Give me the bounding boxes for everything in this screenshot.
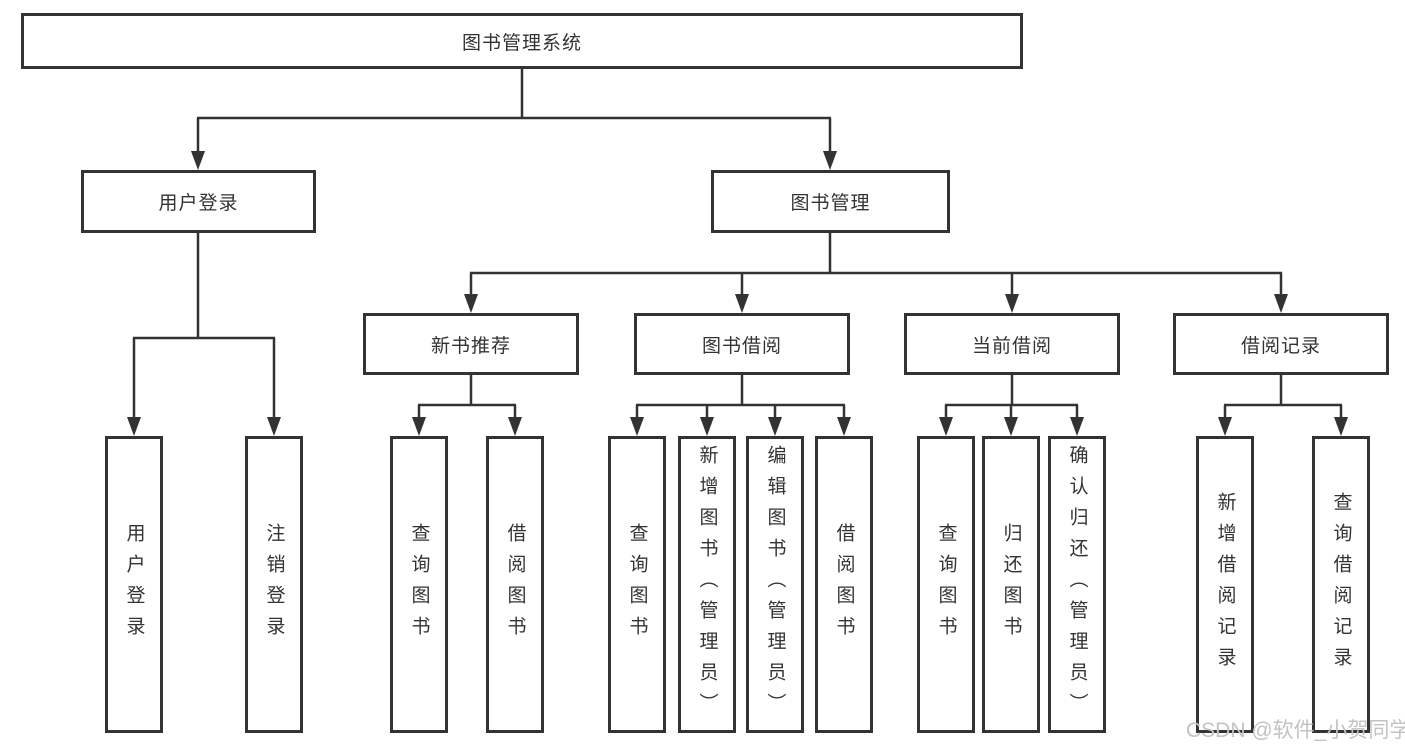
arrowhead-down: [1004, 417, 1018, 436]
node-root-system: 图书管理系统: [21, 13, 1023, 69]
leaf-return-books: 归还图书: [982, 436, 1040, 733]
leaf-borrow-books-recommend-label: 借阅图书: [504, 522, 526, 647]
leaf-borrow-books-label: 借阅图书: [833, 522, 855, 647]
csdn-watermark: CSDN @软件_小贺同学: [1186, 719, 1405, 742]
node-root-label: 图书管理系统: [461, 32, 582, 54]
node-current-borrow-label: 当前借阅: [971, 335, 1052, 357]
arrowhead-down: [1334, 417, 1348, 436]
leaf-query-borrow-record-label: 查询借阅记录: [1330, 491, 1352, 678]
node-borrow-records: 借阅记录: [1173, 313, 1389, 375]
node-book-borrow-label: 图书借阅: [701, 335, 782, 357]
leaf-add-borrow-record-label: 新增借阅记录: [1214, 491, 1236, 678]
leaf-edit-books-admin-label: 编辑图书（管理员）: [764, 445, 786, 724]
leaf-query-books-recommend-label: 查询图书: [408, 522, 430, 647]
arrowhead-down: [735, 294, 749, 313]
leaf-add-books-admin-label: 新增图书（管理员）: [696, 445, 718, 724]
arrowhead-down: [267, 417, 281, 436]
leaf-query-books-borrow-label: 查询图书: [626, 522, 648, 647]
arrowhead-down: [127, 417, 141, 436]
node-new-book-recommend-label: 新书推荐: [430, 335, 511, 357]
leaf-add-borrow-record: 新增借阅记录: [1196, 436, 1254, 733]
leaf-edit-books-admin: 编辑图书（管理员）: [746, 436, 804, 733]
arrowhead-down: [1218, 417, 1232, 436]
node-current-borrow: 当前借阅: [904, 313, 1120, 375]
arrowhead-down: [768, 417, 782, 436]
leaf-user-login-label: 用户登录: [123, 522, 145, 647]
leaf-query-books-current: 查询图书: [917, 436, 975, 733]
leaf-logout-label: 注销登录: [263, 522, 285, 647]
leaf-confirm-return-admin-label: 确认归还（管理员）: [1066, 445, 1088, 724]
arrowhead-down: [1274, 294, 1288, 313]
arrowhead-down: [412, 417, 426, 436]
arrowhead-down: [630, 417, 644, 436]
leaf-query-books-recommend: 查询图书: [390, 436, 448, 733]
leaf-return-books-label: 归还图书: [1000, 522, 1022, 647]
leaf-borrow-books-recommend: 借阅图书: [486, 436, 544, 733]
node-new-book-recommend: 新书推荐: [363, 313, 579, 375]
arrowhead-down: [700, 417, 714, 436]
leaf-user-login: 用户登录: [105, 436, 163, 733]
node-user-login-label: 用户登录: [158, 193, 239, 214]
leaf-query-borrow-record: 查询借阅记录: [1312, 436, 1370, 733]
arrowhead-down: [464, 294, 478, 313]
leaf-query-books-borrow: 查询图书: [608, 436, 666, 733]
node-book-borrow: 图书借阅: [634, 313, 850, 375]
arrowhead-down: [508, 417, 522, 436]
leaf-query-books-current-label: 查询图书: [935, 522, 957, 647]
arrowhead-down: [1070, 417, 1084, 436]
leaf-confirm-return-admin: 确认归还（管理员）: [1048, 436, 1106, 733]
arrowhead-down: [1005, 294, 1019, 313]
leaf-logout: 注销登录: [245, 436, 303, 733]
leaf-borrow-books: 借阅图书: [815, 436, 873, 733]
arrowhead-down: [191, 151, 205, 170]
node-book-management: 图书管理: [711, 170, 950, 233]
node-borrow-records-label: 借阅记录: [1240, 335, 1321, 357]
node-book-management-label: 图书管理: [790, 193, 871, 214]
leaf-add-books-admin: 新增图书（管理员）: [678, 436, 736, 733]
arrowhead-down: [823, 151, 837, 170]
arrowhead-down: [837, 417, 851, 436]
arrowhead-down: [939, 417, 953, 436]
node-user-login: 用户登录: [81, 170, 316, 233]
